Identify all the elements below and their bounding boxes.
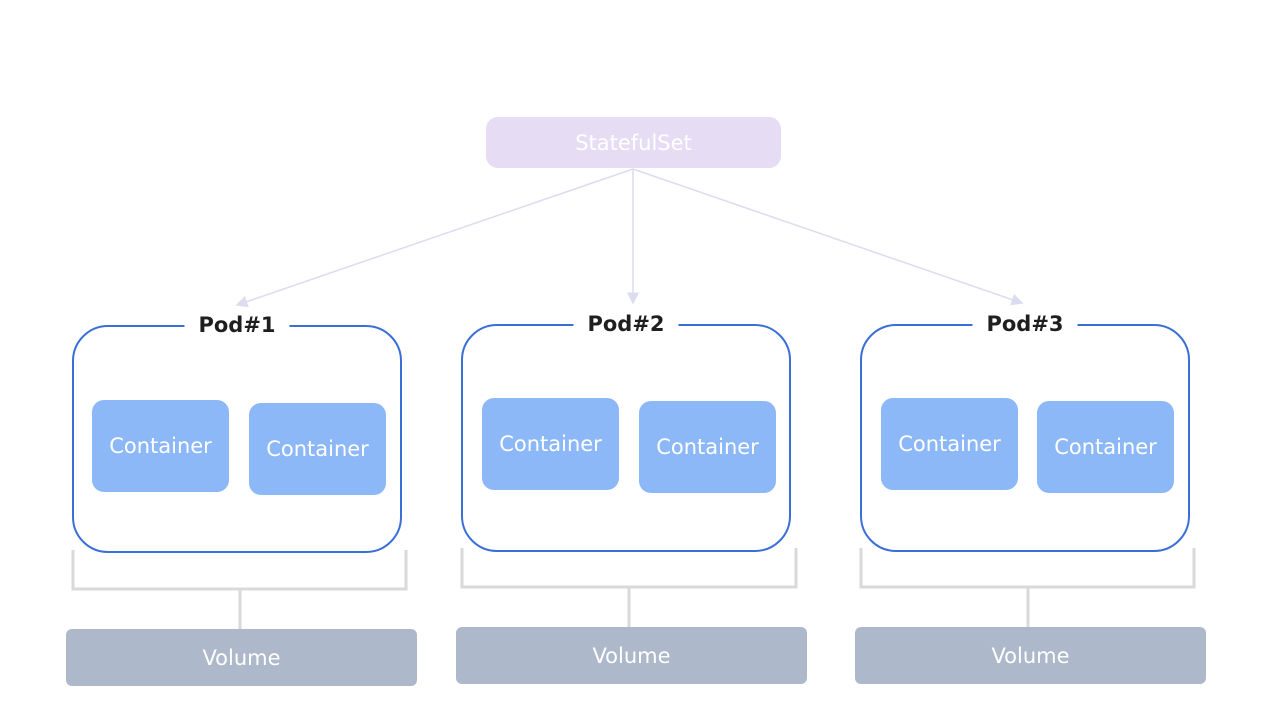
container-label: Container [266,437,369,461]
pod-2-label: Pod#2 [573,310,679,338]
pod-3-label: Pod#3 [972,310,1078,338]
container-label: Container [898,432,1001,456]
pod-3-container-2: Container [1037,401,1174,493]
volume-label: Volume [991,643,1070,668]
arrow-to-pod-1 [235,168,634,308]
arrow-to-pod-3 [632,168,1024,306]
container-label: Container [656,435,759,459]
pod-1-volume: Volume [66,629,417,686]
volume-bracket-2 [460,548,798,627]
container-label: Container [109,434,212,458]
pod-1-label: Pod#1 [184,311,290,339]
container-label: Container [1054,435,1157,459]
pod-3-container-1: Container [881,398,1018,490]
pod-2-volume: Volume [456,627,807,684]
volume-bracket-3 [859,548,1196,627]
pod-3-volume: Volume [855,627,1206,684]
container-label: Container [499,432,602,456]
pod-2-container-2: Container [639,401,776,493]
volume-label: Volume [592,643,671,668]
statefulset-node: StatefulSet [486,117,781,168]
pod-1-container-2: Container [249,403,386,495]
statefulset-label: StatefulSet [575,130,692,155]
pod-1-container-1: Container [92,400,229,492]
volume-label: Volume [202,645,281,670]
pod-2-container-1: Container [482,398,619,490]
volume-bracket-1 [71,550,408,629]
